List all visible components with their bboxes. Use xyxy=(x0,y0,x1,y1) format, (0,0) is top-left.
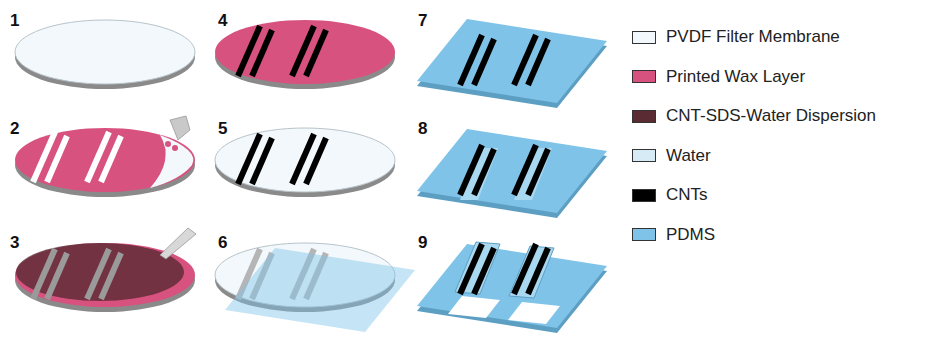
cnt-patterned-wax xyxy=(215,20,395,89)
legend-entry: Printed Wax Layer xyxy=(632,68,805,87)
legend-label: Water xyxy=(666,147,711,166)
legend-label: PDMS xyxy=(666,226,715,245)
legend-swatch xyxy=(632,189,656,202)
step-number: 6 xyxy=(218,234,227,251)
legend-entry: Water xyxy=(632,147,711,166)
pdms-channels xyxy=(417,129,607,218)
dispersion-filtering xyxy=(15,228,196,312)
step-number: 7 xyxy=(418,12,427,29)
legend-entry: CNT-SDS-Water Dispersion xyxy=(632,107,876,126)
membrane-disc xyxy=(15,20,195,89)
legend-label: PVDF Filter Membrane xyxy=(666,28,840,47)
step-number: 8 xyxy=(418,120,427,137)
legend-entry: CNTs xyxy=(632,186,708,205)
step-number: 4 xyxy=(218,12,227,29)
legend-entry: PVDF Filter Membrane xyxy=(632,28,840,47)
step-number: 5 xyxy=(218,120,227,137)
pdms-slab xyxy=(417,19,607,108)
legend-label: CNT-SDS-Water Dispersion xyxy=(666,107,876,126)
cnt-on-membrane xyxy=(215,128,395,197)
legend-swatch xyxy=(632,31,656,44)
legend-swatch xyxy=(632,70,656,83)
step-number: 3 xyxy=(10,234,19,251)
legend-label: Printed Wax Layer xyxy=(666,68,805,87)
legend-swatch xyxy=(632,110,656,123)
step-number: 1 xyxy=(10,12,19,29)
legend-swatch xyxy=(632,228,656,241)
legend-label: CNTs xyxy=(666,186,708,205)
step-number: 9 xyxy=(418,234,427,251)
legend-entry: PDMS xyxy=(632,226,715,245)
step-number: 2 xyxy=(10,120,19,137)
pdms-device xyxy=(417,242,607,333)
wax-printing xyxy=(15,116,195,197)
pdms-transfer xyxy=(215,243,415,332)
legend-swatch xyxy=(632,149,656,162)
